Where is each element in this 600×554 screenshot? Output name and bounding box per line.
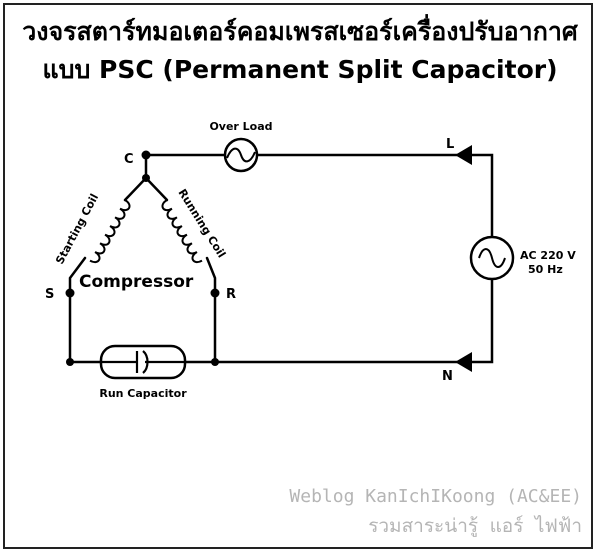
overload-symbol (223, 137, 259, 173)
terminal-r-dot (210, 288, 220, 298)
terminal-r-label: R (226, 287, 236, 302)
run-capacitor-label: Run Capacitor (99, 387, 187, 400)
wire-s-terminal (68, 256, 87, 364)
wire-to-running-coil (144, 176, 169, 202)
watermark-line-1: Weblog KanIchIKoong (AC&EE) (289, 486, 582, 507)
terminal-s-label: S (45, 287, 54, 302)
line-l-label: L (446, 137, 454, 152)
ac-source-symbol (469, 235, 515, 281)
running-coil (161, 199, 203, 264)
terminal-s-dot (65, 288, 75, 298)
terminal-c-label: C (124, 152, 134, 167)
running-coil-label: Running Coil (175, 187, 228, 260)
overload-label: Over Load (209, 120, 272, 133)
junction-r-bottom-dot (211, 358, 219, 366)
title-line-1: วงจรสตาร์ทมอเตอร์คอมเพรสเซอร์เครื่องปรับ… (22, 17, 578, 46)
junction-dot (142, 174, 150, 182)
junction-s-bottom-dot (66, 358, 74, 366)
watermark-line-2: รวมสาระน่ารู้ แอร์ ไฟฟ้า (368, 515, 582, 537)
source-frequency-label: 50 Hz (528, 263, 563, 276)
starting-coil (89, 199, 131, 264)
wire-right-bottom (468, 276, 494, 364)
terminal-c-dot (141, 150, 151, 160)
line-l-arrow (455, 145, 472, 165)
starting-coil-label: Starting Coil (53, 192, 101, 267)
title-line-2: แบบ PSC (Permanent Split Capacitor) (42, 55, 558, 84)
wire-to-starting-coil (123, 176, 148, 202)
wire-right-top (468, 153, 494, 240)
line-n-arrow (455, 352, 472, 372)
line-n-label: N (442, 369, 453, 384)
compressor-label: Compressor (79, 272, 194, 292)
run-capacitor-symbol (99, 344, 187, 380)
wire-r-terminal (205, 256, 217, 364)
source-voltage-label: AC 220 V (520, 249, 576, 262)
